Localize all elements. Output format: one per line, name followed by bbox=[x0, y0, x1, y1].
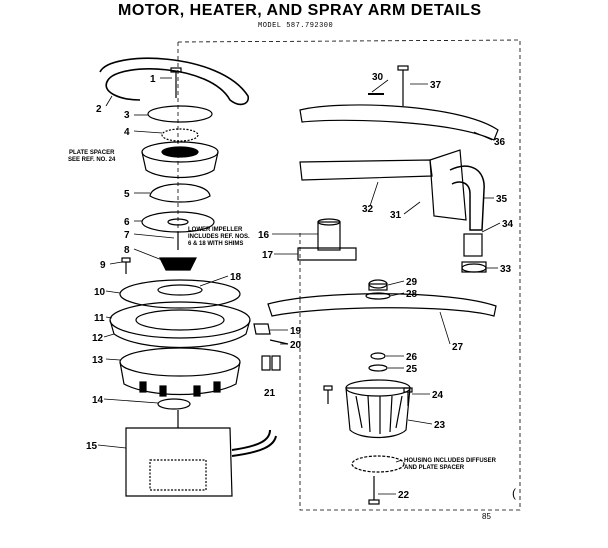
pump-base bbox=[109, 301, 251, 349]
callout-21: 21 bbox=[264, 388, 276, 399]
screw-9 bbox=[121, 257, 131, 274]
diagram-title: MOTOR, HEATER, AND SPRAY ARM DETAILS bbox=[118, 2, 482, 19]
page-number: 85 bbox=[482, 512, 491, 521]
callout-36: 36 bbox=[494, 137, 506, 148]
callout-numbers: 1 2 3 4 5 6 7 8 9 10 11 12 13 14 15 16 1… bbox=[86, 72, 514, 501]
cap-29 bbox=[368, 279, 388, 291]
dome-5 bbox=[149, 183, 211, 203]
callout-22: 22 bbox=[398, 490, 410, 501]
ring-25 bbox=[368, 364, 388, 372]
coupling-14 bbox=[157, 398, 191, 410]
callout-8: 8 bbox=[124, 245, 130, 256]
callout-14: 14 bbox=[92, 395, 104, 406]
assembly-boundary bbox=[177, 39, 521, 511]
ring-26 bbox=[370, 352, 386, 360]
callout-18: 18 bbox=[230, 272, 242, 283]
impeller-8 bbox=[159, 257, 197, 271]
callout-4: 4 bbox=[124, 127, 130, 138]
model-number: MODEL 587.792300 bbox=[258, 22, 334, 30]
callout-37: 37 bbox=[430, 80, 442, 91]
callout-27: 27 bbox=[452, 342, 464, 353]
callout-32: 32 bbox=[362, 204, 374, 215]
callout-17: 17 bbox=[262, 250, 274, 261]
ring-10 bbox=[119, 279, 241, 309]
gasket-6 bbox=[141, 211, 215, 233]
screw-22 bbox=[368, 476, 380, 505]
filter-16 bbox=[317, 218, 341, 251]
manifold-32 bbox=[299, 149, 467, 221]
callout-30: 30 bbox=[372, 72, 384, 83]
callout-33: 33 bbox=[500, 264, 512, 275]
callout-15: 15 bbox=[86, 441, 98, 452]
callout-9: 9 bbox=[100, 260, 106, 271]
coupler-34 bbox=[463, 233, 483, 257]
callout-19: 19 bbox=[290, 326, 302, 337]
bracket-17 bbox=[297, 247, 357, 261]
gear-4 bbox=[161, 128, 199, 142]
pump-cover bbox=[141, 141, 219, 179]
callout-3: 3 bbox=[124, 110, 130, 121]
heater-ring bbox=[99, 57, 250, 106]
callout-11: 11 bbox=[94, 313, 105, 324]
callout-29: 29 bbox=[406, 277, 418, 288]
housing-note: HOUSING INCLUDES DIFFUSER AND PLATE SPAC… bbox=[404, 458, 497, 471]
callout-2: 2 bbox=[96, 104, 102, 115]
callout-13: 13 bbox=[92, 355, 104, 366]
corner-mark: ( bbox=[512, 486, 516, 500]
bolt-37 bbox=[397, 65, 409, 106]
callout-24: 24 bbox=[432, 390, 444, 401]
screw-24b bbox=[323, 385, 333, 404]
callout-7: 7 bbox=[124, 230, 130, 241]
hose-20 bbox=[269, 339, 289, 345]
diffuser bbox=[351, 455, 405, 473]
callout-28: 28 bbox=[406, 289, 418, 300]
callout-6: 6 bbox=[124, 217, 130, 228]
callout-5: 5 bbox=[124, 189, 130, 200]
motor-mount-13 bbox=[119, 347, 241, 397]
callout-10: 10 bbox=[94, 287, 106, 298]
callout-20: 20 bbox=[290, 340, 302, 351]
clamp-19 bbox=[253, 323, 271, 335]
motor-15 bbox=[125, 410, 277, 497]
elbow-35 bbox=[449, 165, 485, 231]
clip-21 bbox=[261, 355, 281, 371]
nut-33 bbox=[461, 261, 487, 273]
callout-23: 23 bbox=[434, 420, 446, 431]
callout-26: 26 bbox=[406, 352, 418, 363]
housing-23 bbox=[345, 379, 411, 439]
callout-34: 34 bbox=[502, 219, 514, 230]
seal-18 bbox=[157, 284, 203, 296]
callout-35: 35 bbox=[496, 194, 508, 205]
callout-12: 12 bbox=[92, 333, 104, 344]
upper-spray-arm bbox=[299, 104, 499, 141]
screw-1 bbox=[170, 67, 182, 98]
callout-1: 1 bbox=[150, 74, 156, 85]
plate-3 bbox=[147, 105, 213, 123]
plate-spacer-note: PLATE SPACER SEE REF. NO. 24 bbox=[68, 150, 116, 163]
callout-16: 16 bbox=[258, 230, 270, 241]
callout-31: 31 bbox=[390, 210, 402, 221]
lower-spray-arm bbox=[267, 293, 497, 317]
callout-25: 25 bbox=[406, 364, 418, 375]
